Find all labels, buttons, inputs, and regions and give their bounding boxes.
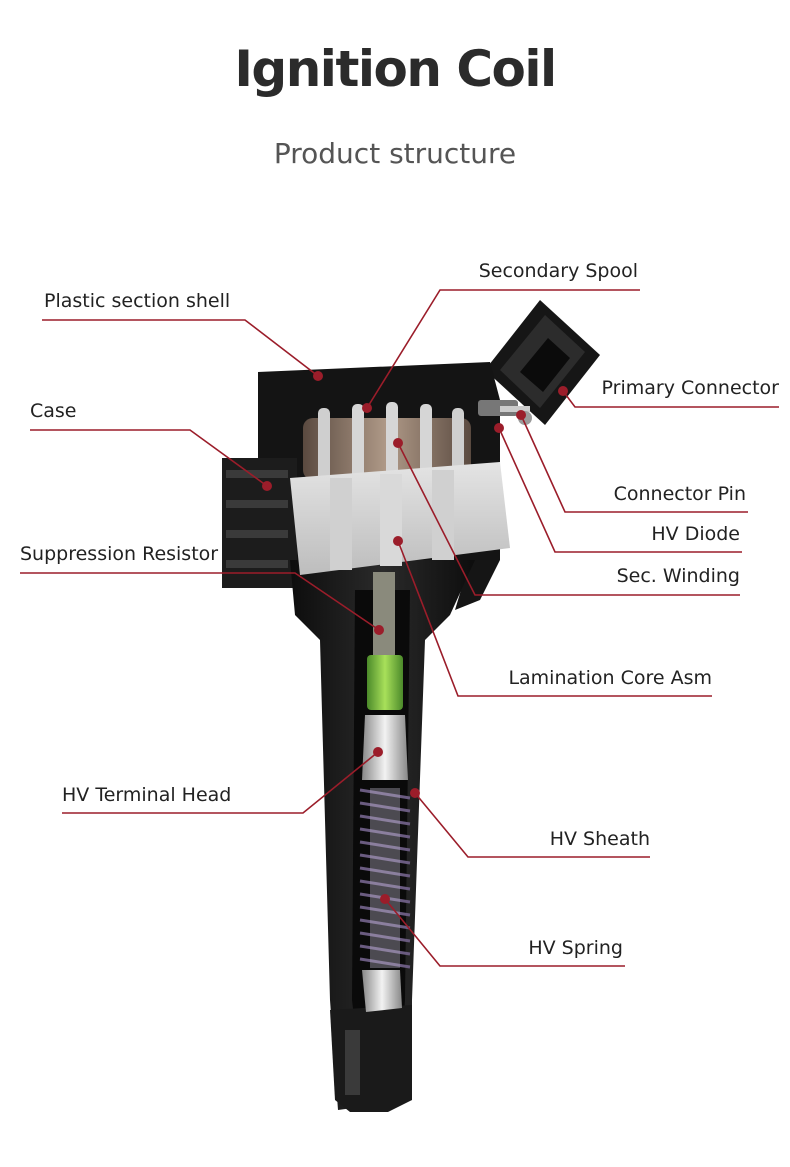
label-sec-winding: Sec. Winding (617, 565, 740, 587)
coil-illustration (222, 300, 600, 1112)
label-hv-spring: HV Spring (528, 937, 623, 959)
label-suppression-resistor: Suppression Resistor (20, 543, 218, 565)
green-insert-shape (367, 655, 403, 710)
leader-primary-connector (562, 390, 779, 408)
suppression-resistor-shape (373, 572, 395, 662)
leader-hv-sheath (414, 792, 650, 858)
leader-connector-pin (520, 414, 748, 513)
label-primary-connector: Primary Connector (602, 377, 780, 399)
leader-hv-diode (498, 427, 742, 553)
label-case: Case (30, 400, 77, 422)
hv-terminal-head-shape (362, 715, 408, 780)
page-title: Ignition Coil (234, 40, 557, 98)
bottom-terminal-shape (362, 970, 402, 1012)
page-subtitle: Product structure (273, 137, 517, 170)
leader-hv-spring (384, 898, 625, 967)
label-secondary-spool: Secondary Spool (479, 260, 638, 282)
case-shape (222, 458, 297, 588)
label-hv-sheath: HV Sheath (550, 828, 650, 850)
leader-suppression-resistor (20, 572, 380, 631)
leader-endpoints (262, 371, 568, 904)
primary-connector-shape (485, 300, 600, 425)
leader-lines (20, 289, 779, 967)
lamination-core-shape (290, 462, 510, 575)
label-hv-terminal-head: HV Terminal Head (62, 784, 231, 806)
leader-hv-terminal-head (62, 751, 379, 814)
leader-secondary-spool (366, 289, 640, 409)
leader-sec-winding (397, 442, 740, 596)
label-connector-pin: Connector Pin (614, 483, 746, 505)
secondary-spool-shape (303, 402, 471, 486)
label-hv-diode: HV Diode (651, 523, 740, 545)
label-plastic-section-shell: Plastic section shell (44, 290, 230, 312)
label-lamination-core-asm: Lamination Core Asm (508, 667, 712, 689)
leader-case (30, 429, 268, 487)
leader-lamination-core-asm (397, 540, 712, 697)
leader-plastic-section-shell (42, 319, 319, 377)
